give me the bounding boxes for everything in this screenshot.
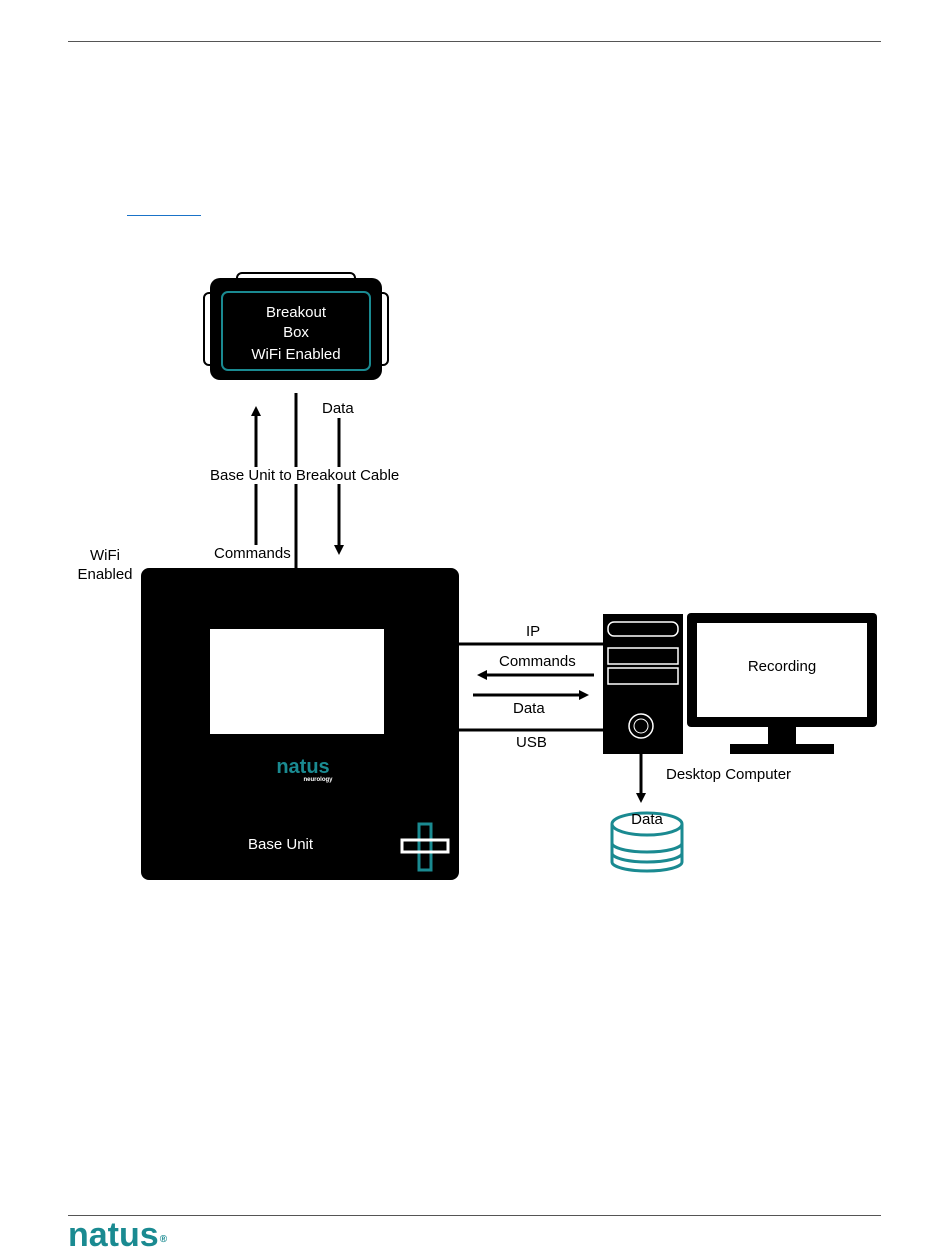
usb-label: USB — [516, 734, 547, 751]
base-unit-label: Base Unit — [248, 836, 313, 853]
commands-up-label: Commands — [214, 545, 291, 562]
commands-left-label: Commands — [499, 653, 576, 670]
wifi-label-1: WiFi — [74, 547, 136, 564]
base-unit-logo: natus neurology — [258, 757, 348, 783]
monitor-icon — [687, 613, 877, 754]
cable-label: Base Unit to Breakout Cable — [209, 467, 400, 484]
breakout-label-1: Breakout — [226, 304, 366, 321]
breakout-label-3: WiFi Enabled — [226, 346, 366, 363]
data-down-label: Data — [322, 400, 354, 417]
footer-rule — [68, 1215, 881, 1216]
footer-logo: natus® — [68, 1216, 167, 1255]
ip-label: IP — [526, 623, 540, 640]
breakout-label-2: Box — [226, 324, 366, 341]
data-right-label: Data — [513, 700, 545, 717]
monitor-label: Recording — [697, 658, 867, 675]
computer-label: Desktop Computer — [666, 766, 791, 783]
desktop-tower-icon — [603, 614, 683, 754]
wifi-label-2: Enabled — [74, 566, 136, 583]
storage-label: Data — [612, 811, 682, 828]
base-unit — [141, 568, 459, 880]
